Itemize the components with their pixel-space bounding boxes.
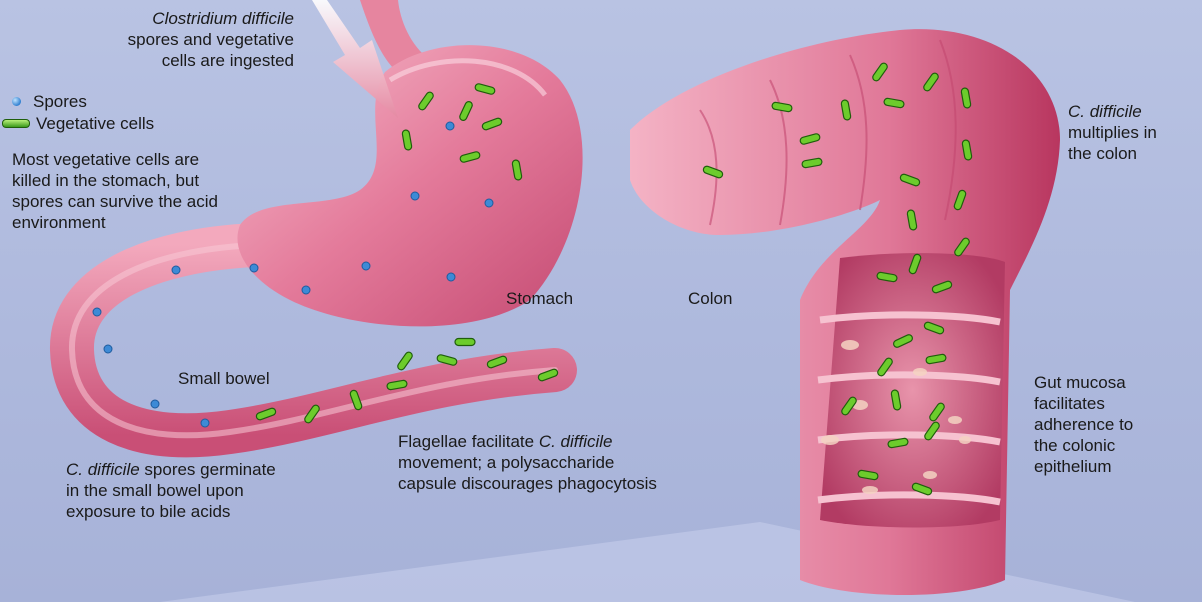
vegetative-cell-icon	[2, 119, 30, 128]
legend: Spores Vegetative cells	[2, 90, 154, 134]
stomach	[237, 45, 582, 326]
germinate-note: C. difficile spores germinate in the sma…	[66, 459, 276, 522]
stomach-note: Most vegetative cells are killed in the …	[12, 149, 218, 233]
ingest-label: Clostridium difficile spores and vegetat…	[70, 8, 294, 71]
multiplies-note: C. difficile multiplies in the colon	[1068, 101, 1157, 164]
stomach-label: Stomach	[506, 288, 573, 309]
spore-icon	[12, 97, 21, 106]
mucosa-note: Gut mucosa facilitates adherence to the …	[1034, 372, 1133, 477]
flagellae-note: Flagellae facilitate C. difficile moveme…	[398, 431, 657, 494]
legend-vegetative: Vegetative cells	[2, 112, 154, 134]
legend-spores: Spores	[2, 90, 154, 112]
colon-label: Colon	[688, 288, 732, 309]
small-bowel-label: Small bowel	[178, 368, 270, 389]
